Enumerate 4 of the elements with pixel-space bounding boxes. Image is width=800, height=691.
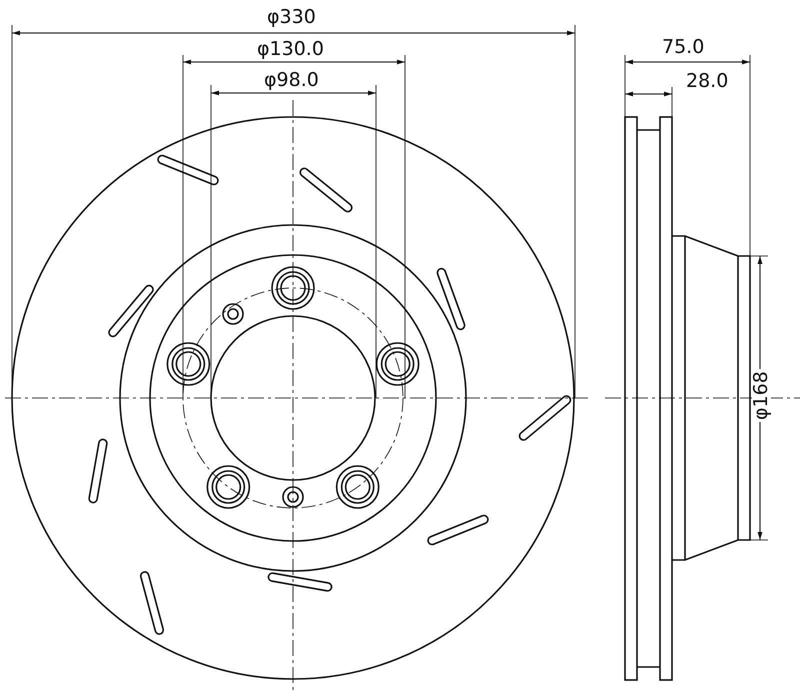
dimension-label: φ330 [265,8,318,27]
dimension-label: φ130.0 [255,40,326,59]
dimension-label: φ98.0 [262,71,321,90]
dimension-label: φ168 [752,369,771,422]
